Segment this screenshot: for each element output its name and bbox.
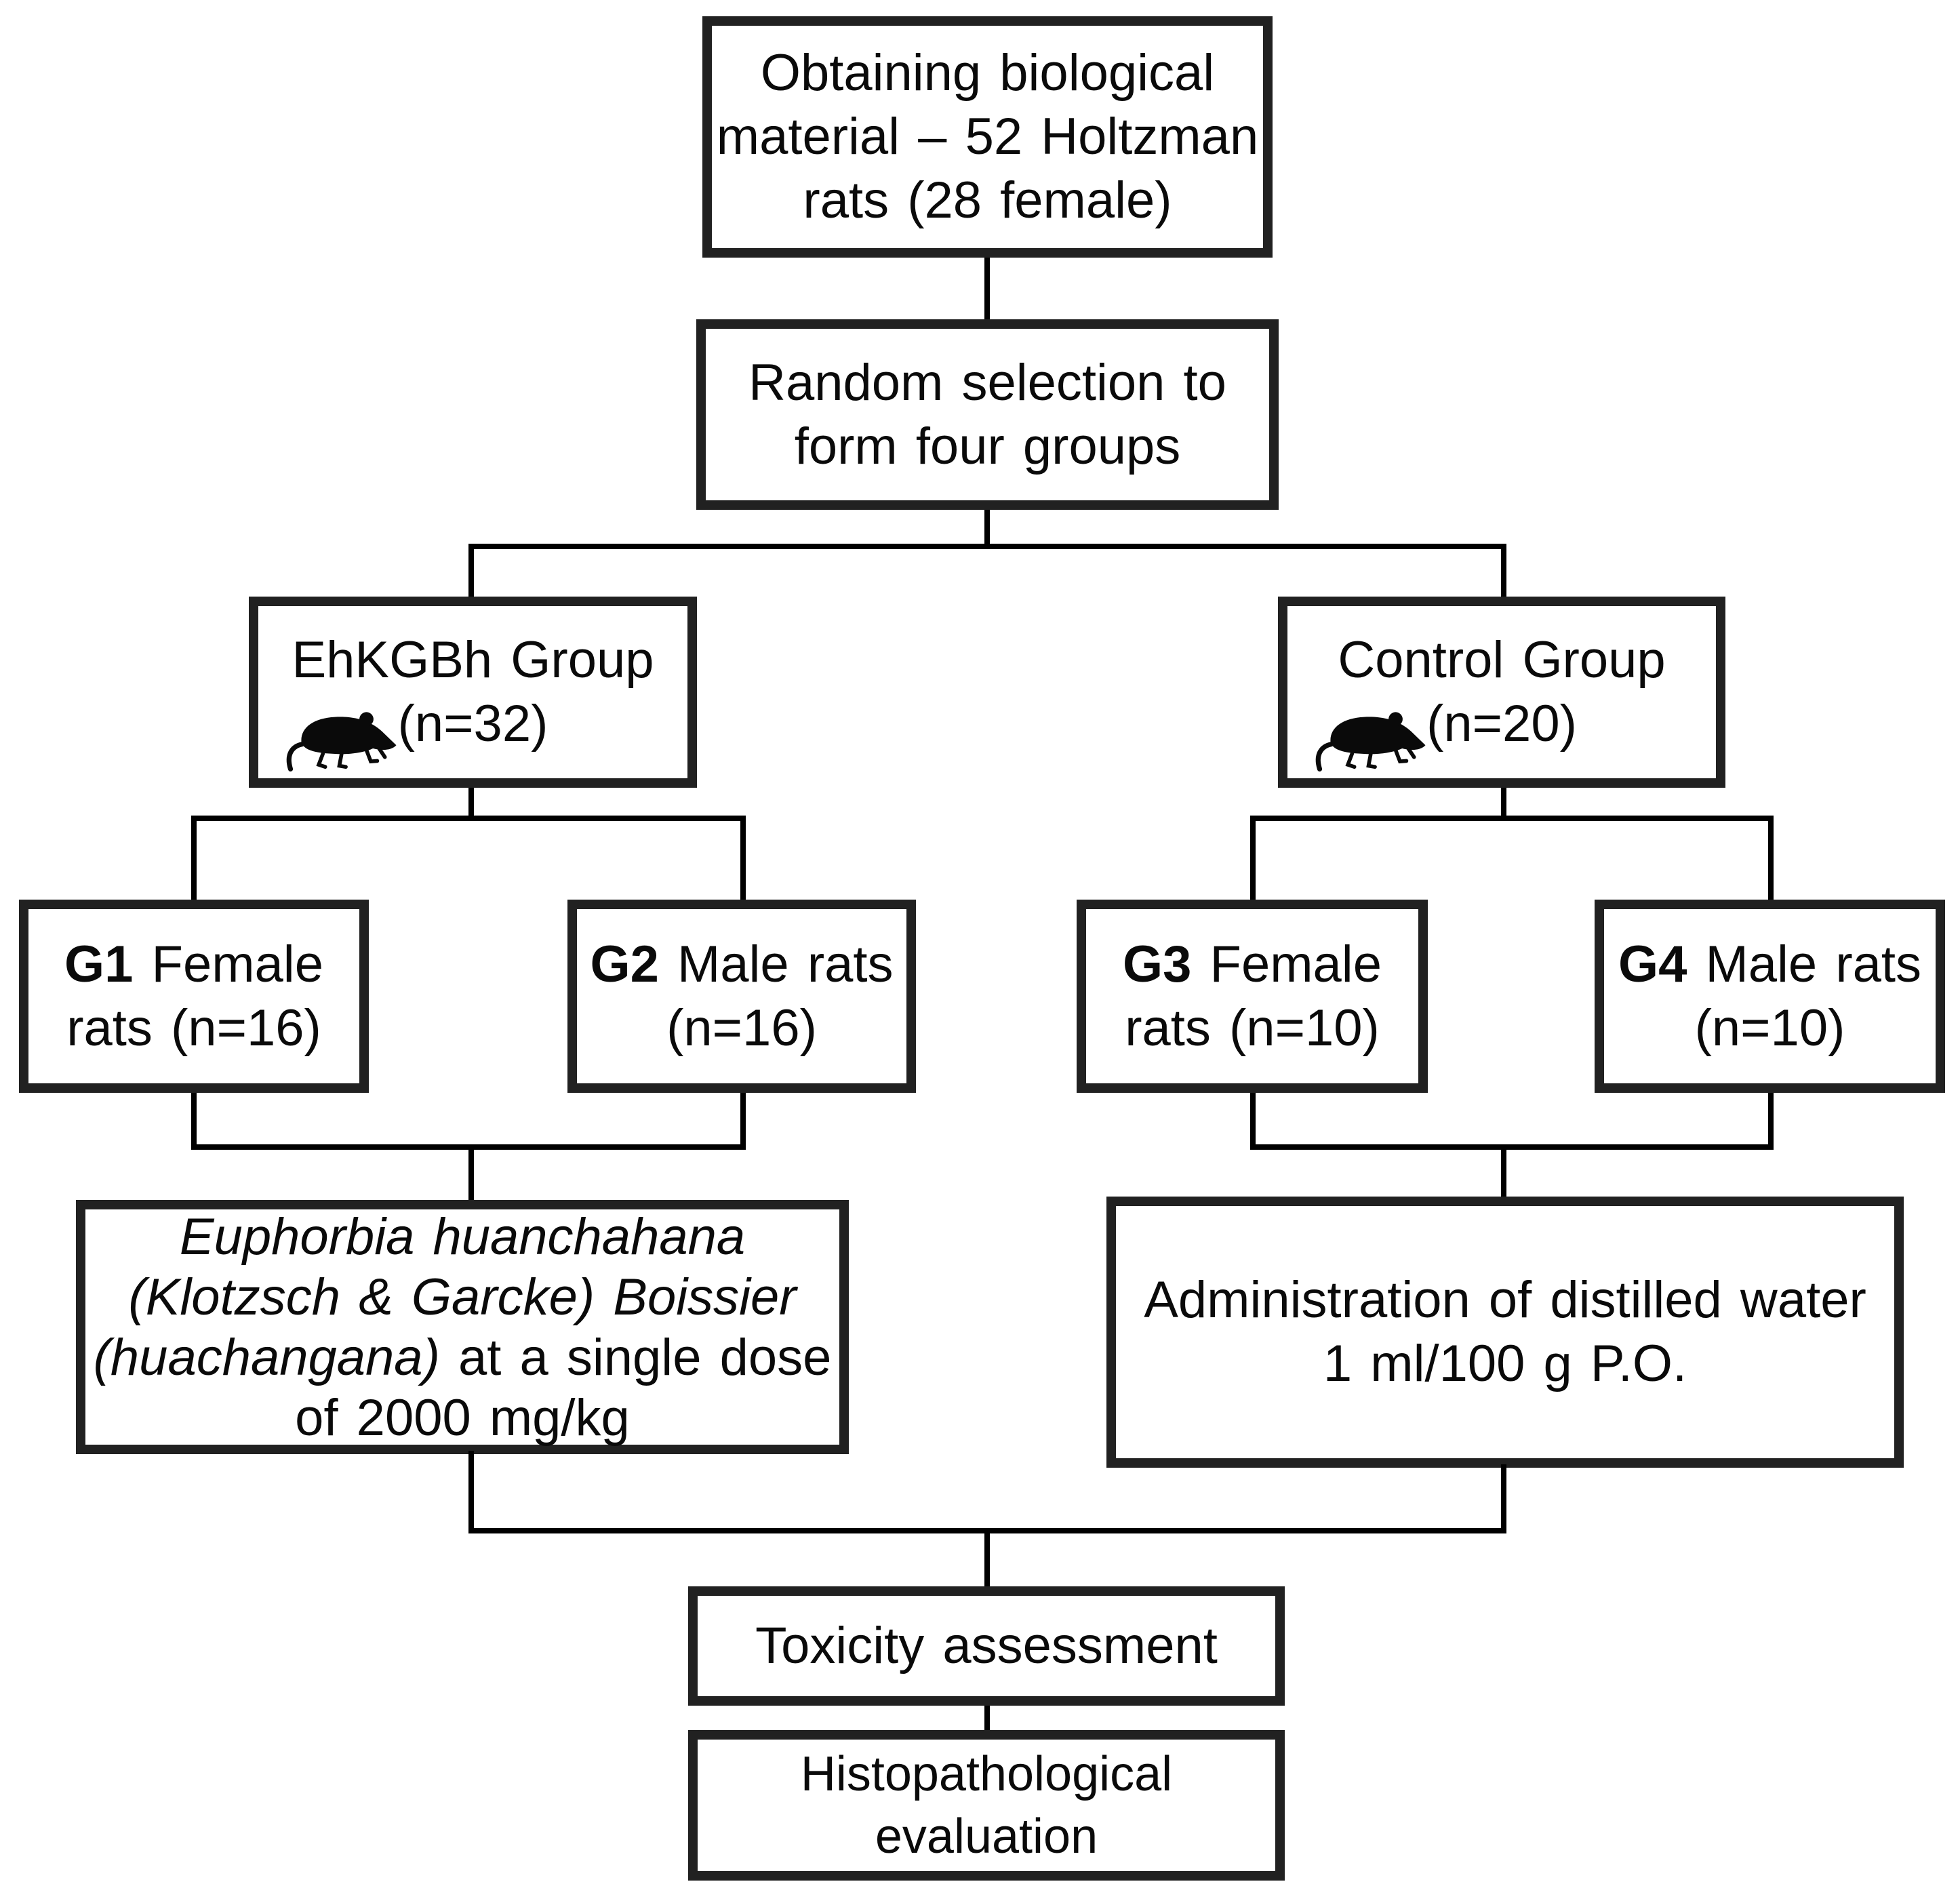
ehkgbh-group-count: (n=32)	[397, 695, 548, 753]
rat-icon	[1315, 712, 1426, 771]
control-group-title: Control Group	[1338, 631, 1666, 689]
ehkgbh-treatment-line3-species: (huachangana)	[93, 1328, 440, 1386]
g2-line2: (n=16)	[666, 999, 817, 1057]
node-control-treatment: Administration of distilled water 1 ml/1…	[1106, 1197, 1904, 1468]
control-treatment-line1: Administration of distilled water	[1144, 1271, 1866, 1329]
connector-control-down	[1501, 788, 1506, 821]
node-source-line3: rats (28 female)	[803, 172, 1172, 229]
g3-line2: rats (n=10)	[1125, 999, 1380, 1057]
toxicity-label: Toxicity assessment	[755, 1617, 1218, 1674]
node-histopathology: Histopathological evaluation	[688, 1730, 1285, 1881]
connector-to-g1	[191, 816, 197, 900]
node-control-group: Control Group (n=20)	[1278, 597, 1725, 788]
node-g3: G3 Female rats (n=10)	[1077, 900, 1428, 1093]
node-source-line2: material – 52 Holtzman	[716, 108, 1259, 165]
g4-line1: G4 Male rats	[1618, 933, 1921, 997]
node-source-line1: Obtaining biological	[760, 44, 1215, 102]
g2-id: G2	[590, 935, 659, 993]
connector-ehkgbh-split-rail	[191, 816, 746, 821]
node-randomization-line1: Random selection to	[748, 353, 1226, 412]
connector-to-control-group	[1501, 544, 1506, 597]
g2-line1: G2 Male rats	[590, 933, 893, 997]
g2-label: Male rats	[658, 935, 894, 993]
connector-to-g2	[740, 816, 746, 900]
histopathology-line2: evaluation	[875, 1809, 1098, 1864]
connector-source-to-randomization	[984, 258, 990, 319]
ehkgbh-treatment-line2: (Klotzsch & Garcke) Boissier	[128, 1268, 797, 1326]
node-g2: G2 Male rats (n=16)	[567, 900, 916, 1093]
connector-group-split-rail	[468, 544, 1506, 549]
node-toxicity: Toxicity assessment	[688, 1586, 1285, 1706]
connector-g3-g4-merge-rail	[1250, 1144, 1774, 1150]
node-ehkgbh-group: EhKGBh Group (n=32)	[249, 597, 697, 788]
g3-label: Female	[1191, 935, 1382, 993]
connector-toxicity-to-histopathology	[984, 1706, 990, 1730]
ehkgbh-group-title: EhKGBh Group	[292, 631, 654, 689]
ehkgbh-treatment-line3: (huachangana) at a single dose	[94, 1327, 832, 1388]
connector-g2-down	[740, 1093, 746, 1150]
control-treatment-line2: 1 ml/100 g P.O.	[1323, 1335, 1687, 1392]
g1-id: G1	[64, 935, 134, 993]
control-group-count: (n=20)	[1426, 695, 1577, 753]
connector-to-g4	[1768, 816, 1774, 900]
ehkgbh-treatment-line3-dose: at a single dose	[439, 1328, 832, 1386]
node-randomization-line2: form four groups	[794, 417, 1181, 475]
g1-label: Female	[133, 935, 323, 993]
node-g1: G1 Female rats (n=16)	[19, 900, 369, 1093]
g3-id: G3	[1123, 935, 1192, 993]
g4-id: G4	[1618, 935, 1687, 993]
node-source: Obtaining biological material – 52 Holtz…	[702, 16, 1273, 258]
ehkgbh-treatment-line4: of 2000 mg/kg	[295, 1388, 630, 1447]
connector-to-ehkgbh-treatment	[468, 1144, 474, 1200]
node-g4: G4 Male rats (n=10)	[1595, 900, 1945, 1093]
connector-g3-down	[1250, 1093, 1256, 1150]
connector-g4-down	[1768, 1093, 1774, 1150]
connector-ehkgbh-treatment-down	[468, 1451, 474, 1533]
histopathology-line1: Histopathological	[800, 1747, 1173, 1801]
connector-to-ehkgbh-group	[468, 544, 474, 597]
connector-to-control-treatment	[1501, 1144, 1506, 1197]
node-randomization: Random selection to form four groups	[696, 319, 1279, 510]
connector-control-treatment-down	[1501, 1464, 1506, 1533]
node-ehkgbh-treatment: Euphorbia huanchahana (Klotzsch & Garcke…	[76, 1200, 849, 1454]
connector-ehkgbh-down	[468, 788, 474, 821]
connector-g1-down	[191, 1093, 197, 1150]
connector-to-toxicity	[984, 1528, 990, 1586]
connector-randomization-down	[984, 510, 990, 549]
g4-label: Male rats	[1687, 935, 1922, 993]
g4-line2: (n=10)	[1694, 999, 1845, 1057]
g1-line1: G1 Female	[64, 933, 323, 997]
connector-to-g3	[1250, 816, 1256, 900]
connector-control-split-rail	[1250, 816, 1774, 821]
rat-icon	[286, 712, 397, 771]
g1-line2: rats (n=16)	[66, 999, 321, 1057]
g3-line1: G3 Female	[1123, 933, 1382, 997]
ehkgbh-treatment-line1: Euphorbia huanchahana	[179, 1207, 746, 1266]
